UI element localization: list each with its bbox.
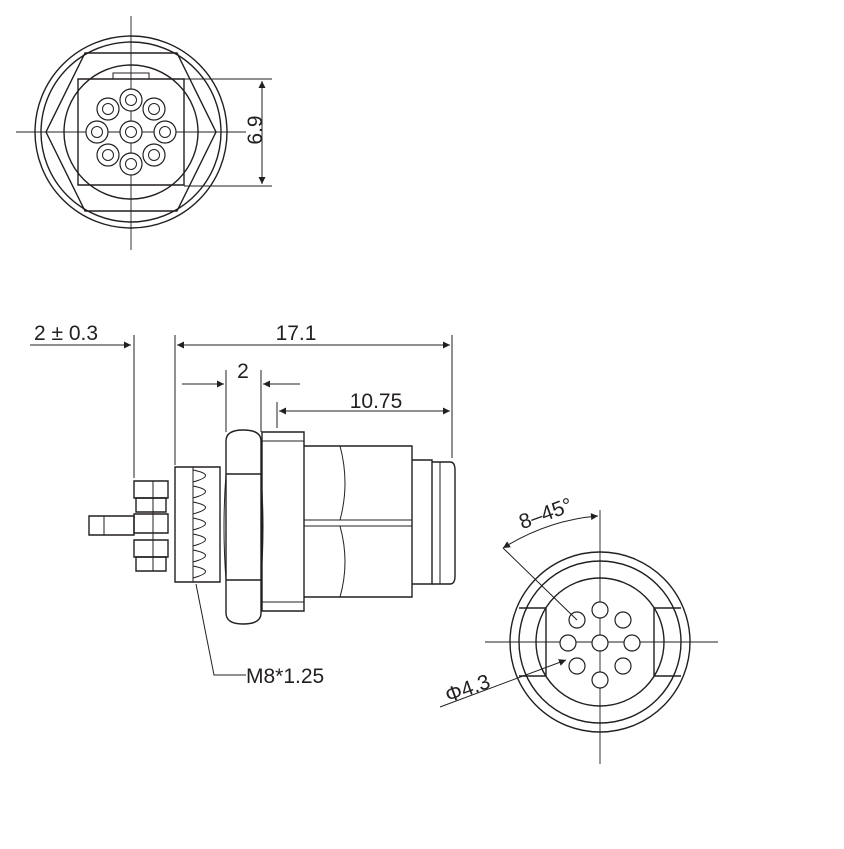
dim-nut-width: 2	[237, 360, 249, 383]
front-view-top: 6.9	[16, 16, 272, 250]
front-pins	[85, 88, 177, 176]
dim-body-length: 10.75	[350, 390, 403, 413]
dim-thread: M8*1.25	[246, 665, 324, 688]
dim-pin-circle: Φ4.3	[442, 670, 493, 707]
thread-lines	[192, 469, 206, 579]
dim-pin-offset: 2 ± 0.3	[34, 322, 98, 345]
side-view: 2 ± 0.3 17.1 2 10.75	[30, 322, 456, 688]
dim-face-width: 6.9	[244, 115, 267, 144]
dim-total-length: 17.1	[276, 322, 317, 345]
dim-pin-angle: 8–45°	[516, 494, 576, 534]
front-view-bottom: 8–45° Φ4.3	[439, 494, 718, 764]
